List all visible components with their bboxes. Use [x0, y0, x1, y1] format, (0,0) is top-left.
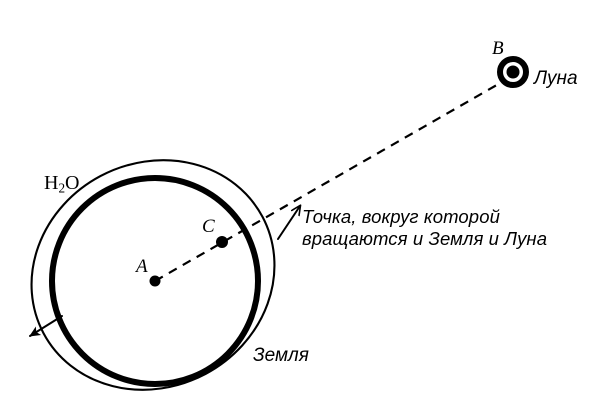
label-point-c: C — [202, 216, 215, 237]
caption-line-2: вращаются и Земля и Луна — [302, 228, 548, 249]
point-c-marker — [216, 236, 228, 248]
caption-line-1: Точка, вокруг которой — [302, 206, 500, 227]
caption-barycenter: Точка, вокруг которой вращаются и Земля … — [302, 206, 547, 250]
label-point-a: A — [136, 256, 148, 277]
label-moon: Луна — [534, 68, 578, 89]
water-formula-o: O — [65, 172, 80, 194]
caption-leader-arrow — [277, 206, 300, 240]
label-point-b: B — [492, 38, 504, 59]
point-a-marker — [149, 275, 161, 287]
rotation-direction-arrow — [29, 315, 63, 337]
label-water-formula: H2O — [44, 172, 80, 195]
label-earth: Земля — [253, 345, 309, 366]
water-formula-subscript: 2 — [58, 180, 66, 196]
moon-symbol — [497, 56, 529, 88]
earth-moon-axis-dashed-line — [154, 81, 503, 282]
water-formula-h: H — [44, 172, 59, 194]
earth-circle — [49, 175, 261, 387]
